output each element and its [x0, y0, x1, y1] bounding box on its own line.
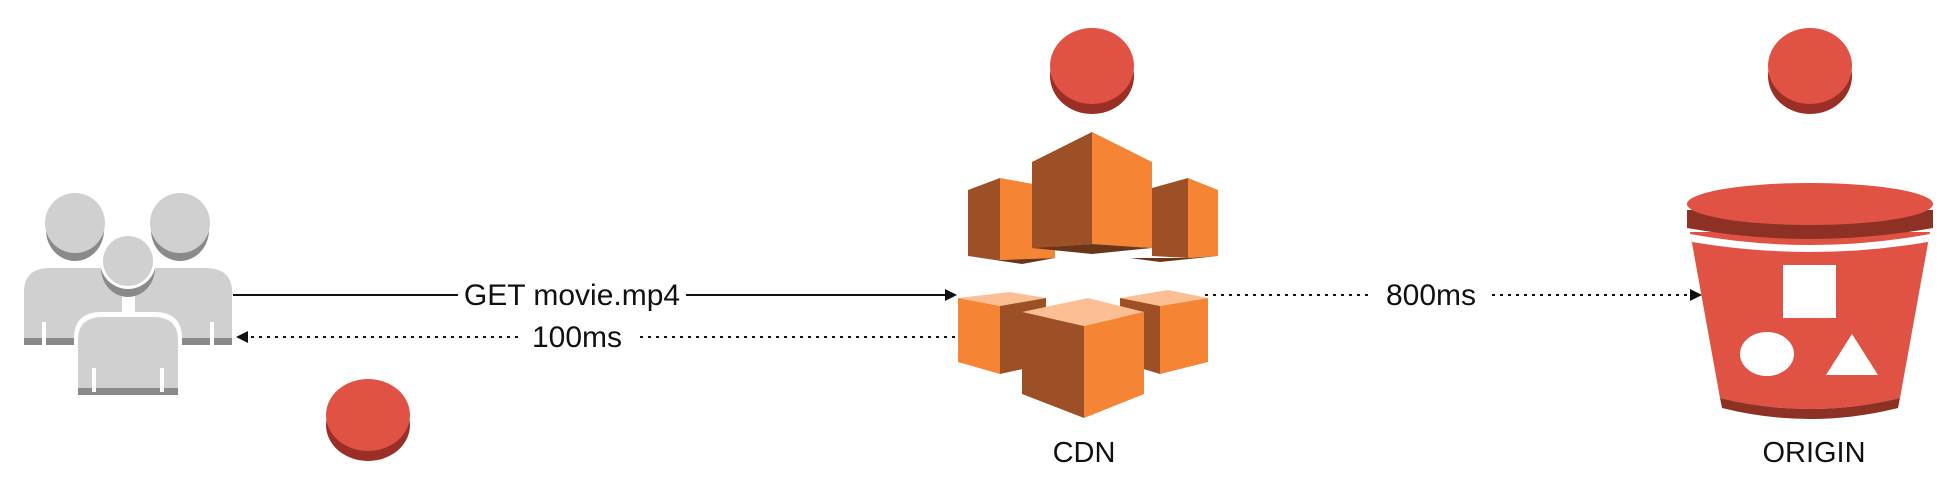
users-icon	[24, 193, 232, 395]
cloudfront-cubes-icon	[958, 132, 1218, 418]
origin-label: ORIGIN	[1762, 437, 1865, 469]
request-label: GET movie.mp4	[464, 279, 680, 312]
response-label: 100ms	[532, 321, 622, 354]
step-marker-icon	[1050, 28, 1134, 114]
s3-bucket-icon	[1687, 183, 1933, 419]
origin-fetch-label: 800ms	[1386, 279, 1476, 312]
step-marker-icon	[1768, 28, 1852, 114]
cdn-label: CDN	[1053, 437, 1116, 469]
step-marker-icon	[326, 379, 410, 461]
